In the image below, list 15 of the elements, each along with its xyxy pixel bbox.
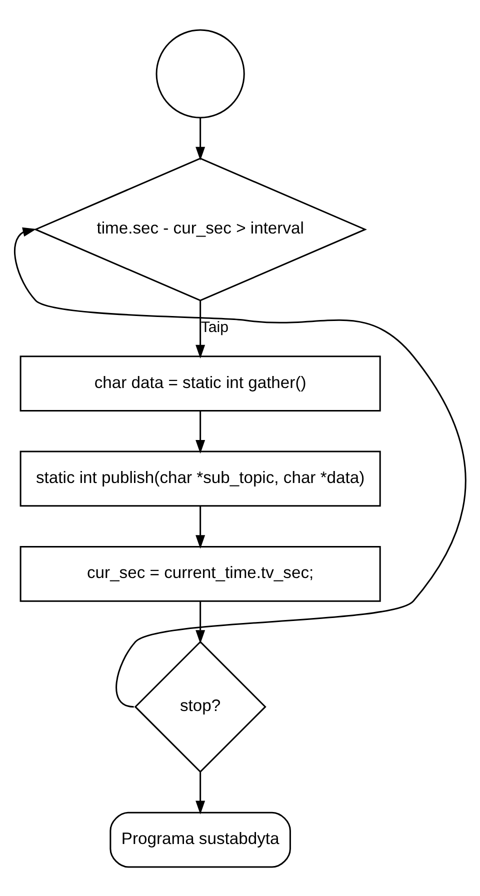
- arrow: [196, 410, 206, 454]
- node-circle: [156, 28, 245, 118]
- arrow: [196, 601, 206, 644]
- node-diamond: stop?: [134, 640, 266, 772]
- node-box: cur_sec = current_time.tv_sec;: [20, 545, 381, 602]
- arrow: [196, 117, 206, 160]
- arrow: [196, 506, 206, 548]
- arrow: [196, 772, 206, 814]
- node-diamond: time.sec - cur_sec > interval: [34, 157, 367, 301]
- node-box: Programa sustabdyta: [110, 811, 291, 868]
- arrow: [196, 300, 206, 358]
- arrow: [14, 226, 466, 708]
- node-box: char data = static int gather(): [20, 355, 381, 411]
- edge-label: Taip: [200, 318, 229, 336]
- node-box: static int publish(char *sub_topic, char *data): [20, 450, 381, 506]
